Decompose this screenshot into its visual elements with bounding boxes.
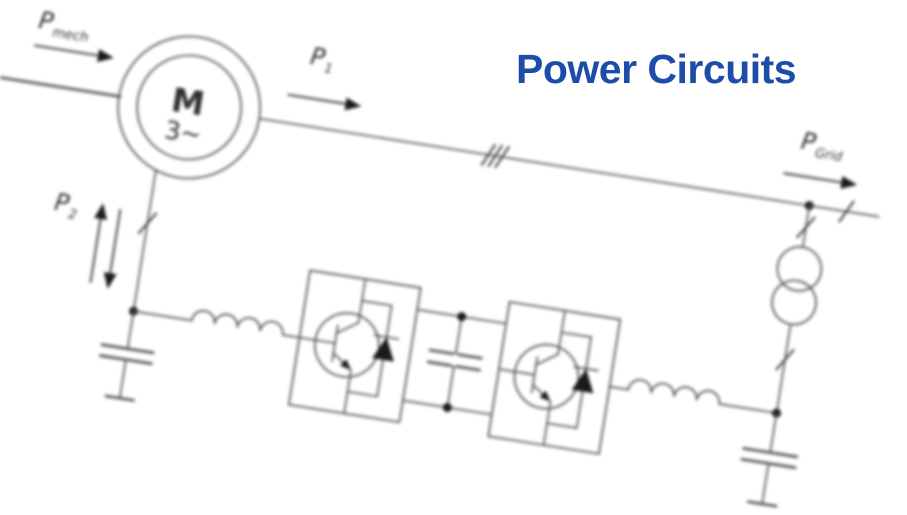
p-grid-arrow-icon — [783, 172, 858, 189]
stator-line — [258, 117, 811, 207]
p1-label: P1 — [308, 42, 336, 77]
grid-line — [808, 204, 880, 218]
machine-symbol: M 3∼ — [117, 35, 261, 180]
p2-arrows-icon — [89, 203, 122, 289]
phase-tick-icon — [137, 212, 158, 235]
phase-tick-icon — [838, 200, 855, 223]
svg-text:Pmech: Pmech — [36, 6, 92, 46]
grid-filter-inductor — [627, 379, 721, 405]
p2-label: P2 — [52, 188, 80, 223]
svg-text:PGrid: PGrid — [799, 127, 847, 165]
p1-arrow-icon — [287, 93, 362, 111]
page-title: Power Circuits — [516, 46, 797, 92]
transformer-feed — [775, 323, 792, 414]
rotor-side-capacitor — [98, 310, 155, 402]
svg-text:M: M — [169, 80, 208, 124]
junction-dot — [457, 312, 467, 322]
p-grid-label: PGrid — [799, 127, 847, 165]
shaft-line — [0, 74, 122, 98]
grid-side-converter — [487, 301, 622, 455]
transformer-icon — [771, 246, 823, 326]
p-mech-arrow-icon — [33, 44, 114, 62]
svg-text:P1: P1 — [308, 42, 336, 77]
svg-text:P2: P2 — [52, 188, 80, 223]
grid-bus — [718, 403, 778, 414]
dc-link — [402, 308, 508, 416]
rotor-bus — [132, 310, 193, 322]
three-phase-tick-icon — [480, 143, 510, 169]
grid-side-capacitor — [740, 412, 799, 508]
phase-tick-icon — [775, 348, 795, 371]
rotor-filter-inductor — [190, 309, 284, 335]
rotor-bus — [281, 334, 301, 339]
rotor-line — [132, 169, 157, 313]
rotor-side-converter — [287, 269, 422, 424]
svg-text:3∼: 3∼ — [163, 115, 204, 149]
p-mech-label: Pmech — [36, 6, 92, 46]
phase-tick-icon — [796, 216, 816, 239]
junction-dot — [442, 403, 452, 413]
grid-bus — [608, 385, 630, 391]
